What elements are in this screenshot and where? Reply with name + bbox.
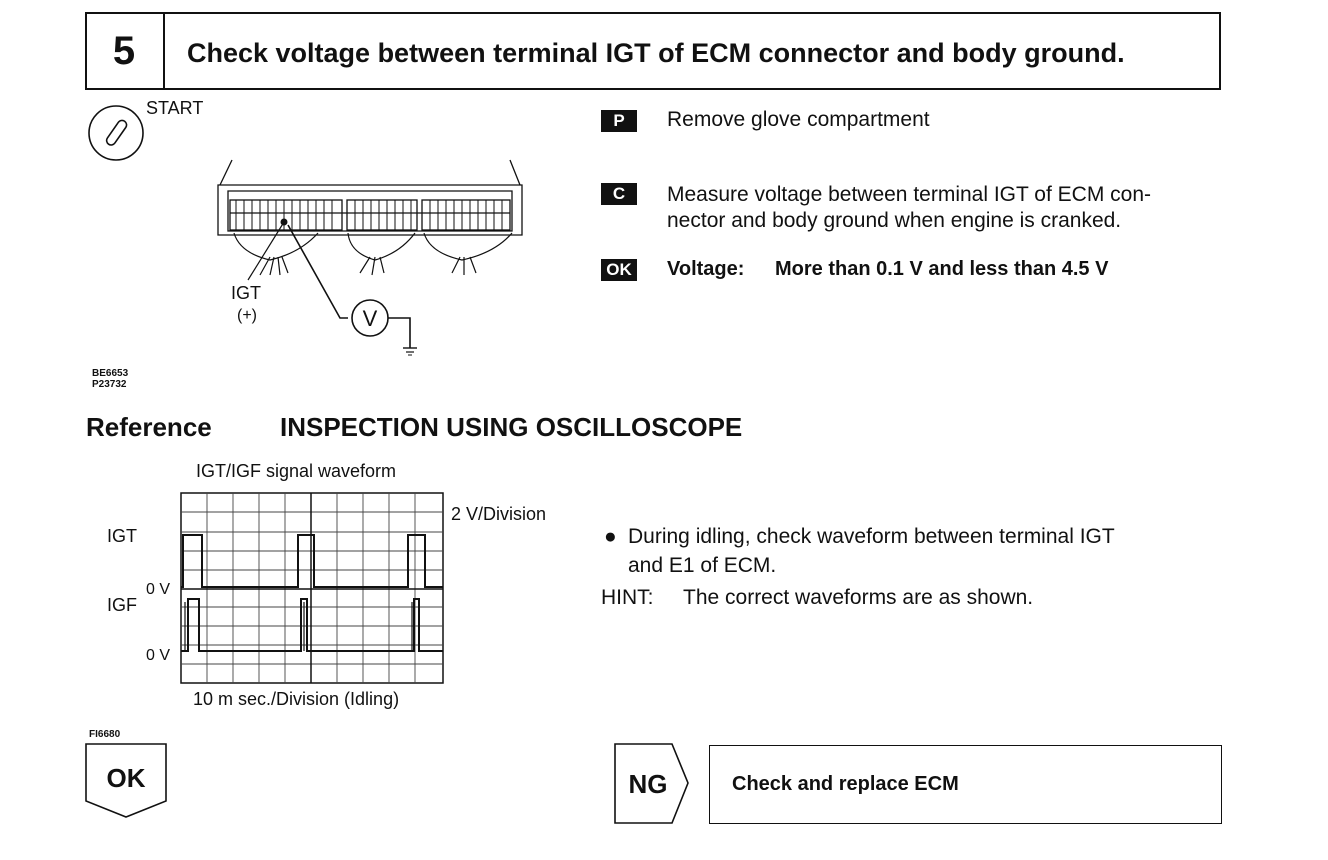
spec-label: Voltage: — [667, 258, 745, 280]
zero-volt-label: 0 V — [146, 581, 171, 598]
bullet-text-line: and E1 of ECM. — [628, 554, 777, 577]
check-text-line: nector and body ground when engine is cr… — [667, 209, 1122, 232]
scope-title: IGT/IGF signal waveform — [196, 461, 397, 481]
hint-label: HINT: — [601, 586, 654, 609]
check-badge: C — [601, 183, 637, 205]
reference-label: Reference — [86, 412, 212, 442]
igf-channel-label: IGF — [107, 595, 137, 615]
ng-action-text: Check and replace ECM — [732, 773, 959, 795]
procedure-text: Remove glove compartment — [667, 108, 930, 131]
spec-value: More than 0.1 V and less than 4.5 V — [775, 258, 1109, 280]
step-number: 5 — [85, 12, 165, 90]
zero-volt-label: 0 V — [146, 647, 171, 664]
ok-result-label: OK — [107, 763, 146, 793]
igt-terminal-label: IGT — [231, 283, 261, 303]
step-header-box — [85, 12, 1221, 90]
start-label: START — [146, 98, 204, 118]
oscilloscope-waveform — [180, 492, 444, 684]
figure-code: P23732 — [92, 379, 127, 390]
check-text-line: Measure voltage between terminal IGT of … — [667, 183, 1151, 206]
figure-code: FI6680 — [89, 729, 121, 740]
ok-result-box: OK — [85, 743, 167, 818]
igt-polarity-label: (+) — [237, 307, 257, 324]
igt-channel-label: IGT — [107, 526, 137, 546]
ok-badge: OK — [601, 259, 637, 281]
ecm-connector-diagram: V — [217, 159, 523, 356]
voltmeter-symbol: V — [363, 306, 378, 331]
procedure-badge: P — [601, 110, 637, 132]
horizontal-scale-label: 10 m sec./Division (Idling) — [193, 689, 400, 709]
bullet-text-line: During idling, check waveform between te… — [628, 525, 1115, 548]
step-title: Check voltage between terminal IGT of EC… — [187, 38, 1125, 68]
ng-result-box: NG — [614, 743, 689, 824]
vertical-scale-label: 2 V/Division — [451, 504, 547, 524]
hint-text: The correct waveforms are as shown. — [683, 586, 1034, 609]
bullet-icon: ● — [604, 525, 617, 548]
ignition-key-icon — [88, 105, 144, 161]
reference-heading: INSPECTION USING OSCILLOSCOPE — [280, 412, 743, 442]
figure-code: BE6653 — [92, 368, 129, 379]
ng-result-label: NG — [629, 769, 668, 799]
ng-action-box: Check and replace ECM — [709, 745, 1222, 824]
